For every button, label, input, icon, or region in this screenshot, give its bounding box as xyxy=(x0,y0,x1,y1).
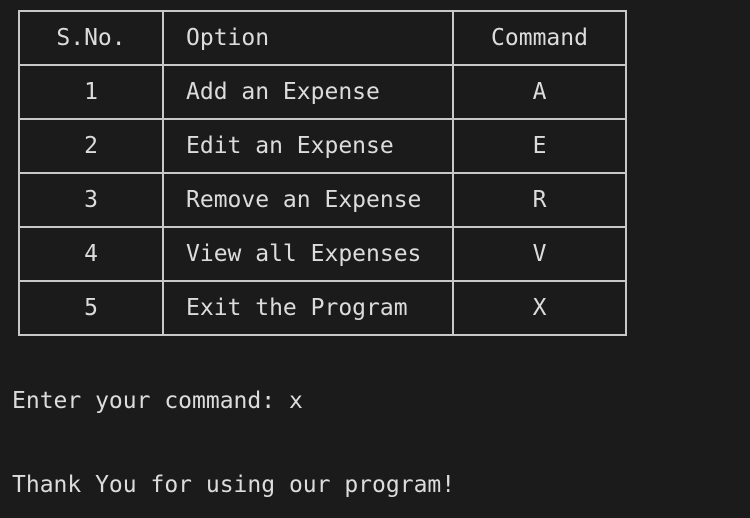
row-command: R xyxy=(452,172,627,228)
table-row: 3 Remove an Expense R xyxy=(18,172,627,228)
row-sno: 5 xyxy=(18,280,164,336)
row-option: Remove an Expense xyxy=(162,172,454,228)
row-command: X xyxy=(452,280,627,336)
row-command: V xyxy=(452,226,627,282)
row-command: A xyxy=(452,64,627,120)
table-row: 4 View all Expenses V xyxy=(18,226,627,282)
table-row: 1 Add an Expense A xyxy=(18,64,627,120)
table-row: 2 Edit an Expense E xyxy=(18,118,627,174)
menu-table: S.No. Option Command 1 Add an Expense A … xyxy=(18,10,627,336)
row-option: Edit an Expense xyxy=(162,118,454,174)
row-sno: 3 xyxy=(18,172,164,228)
header-option: Option xyxy=(162,10,454,66)
row-command: E xyxy=(452,118,627,174)
row-option: Add an Expense xyxy=(162,64,454,120)
row-sno: 2 xyxy=(18,118,164,174)
command-input-value[interactable]: x xyxy=(288,388,303,414)
header-command: Command xyxy=(452,10,627,66)
row-option: Exit the Program xyxy=(162,280,454,336)
header-sno: S.No. xyxy=(18,10,164,66)
row-sno: 1 xyxy=(18,64,164,120)
exit-message: Thank You for using our program! xyxy=(12,472,456,498)
row-option: View all Expenses xyxy=(162,226,454,282)
prompt-label: Enter your command: xyxy=(12,388,289,414)
row-sno: 4 xyxy=(18,226,164,282)
command-prompt-line[interactable]: Enter your command: x xyxy=(12,388,303,414)
table-row: 5 Exit the Program X xyxy=(18,280,627,336)
table-header-row: S.No. Option Command xyxy=(18,10,627,66)
